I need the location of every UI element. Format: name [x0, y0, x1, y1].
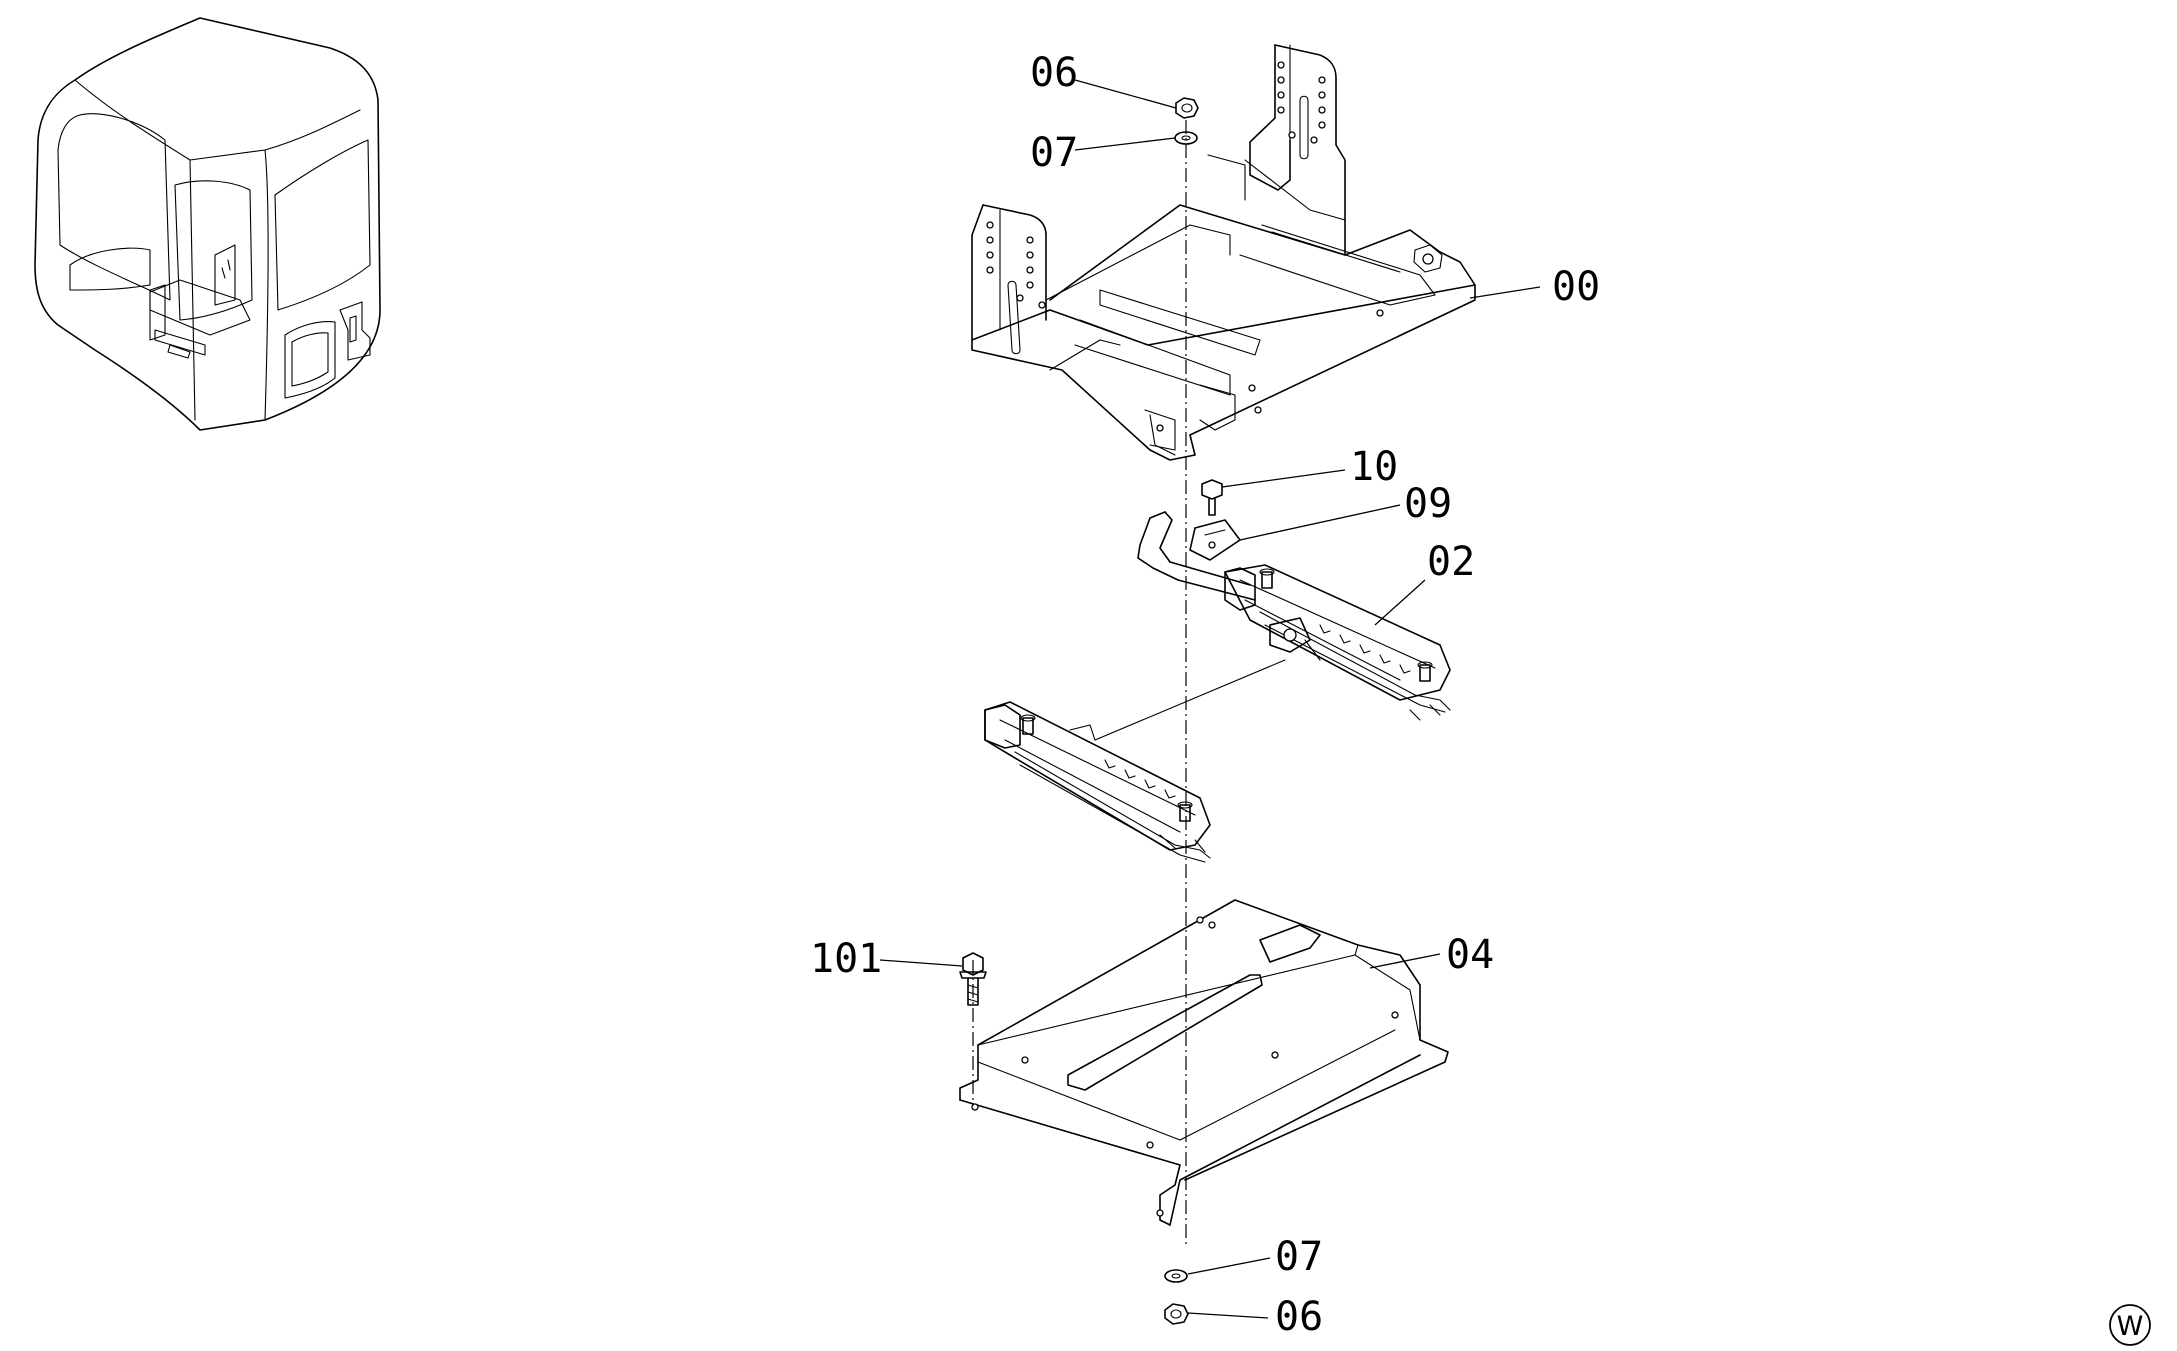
connecting-rod: [1094, 659, 1286, 741]
seat-base-plate: [959, 899, 1449, 1226]
callout-06-bottom: 06: [1275, 1294, 1323, 1340]
bolt-101-icon: [959, 952, 987, 1006]
callout-07-top: 07: [1030, 130, 1078, 176]
corner-mark-letter: W: [2117, 1311, 2144, 1342]
seat-frame-upper: [971, 44, 1476, 461]
hex-bolt-icon: [1201, 479, 1223, 516]
hex-nut-icon: [1175, 97, 1199, 119]
callout-06-top: 06: [1030, 50, 1078, 96]
bracket-09: [1189, 519, 1241, 561]
callout-04: 04: [1446, 932, 1494, 978]
callout-02: 02: [1427, 539, 1475, 585]
callout-07-bottom: 07: [1275, 1234, 1323, 1280]
callout-101: 101: [810, 936, 882, 982]
seat-slide-rail-upper: [1137, 511, 1451, 721]
callout-09: 09: [1404, 481, 1452, 527]
washer-bottom-icon: [1164, 1269, 1188, 1283]
hex-nut-bottom-icon: [1164, 1303, 1189, 1325]
cab-locator-icon: [34, 17, 381, 431]
seat-slide-rail-lower: [984, 701, 1211, 863]
callout-00: 00: [1552, 264, 1600, 310]
callout-10: 10: [1350, 444, 1398, 490]
leader-lines: [879, 79, 1541, 1319]
circled-w-mark: W: [2109, 1304, 2151, 1346]
